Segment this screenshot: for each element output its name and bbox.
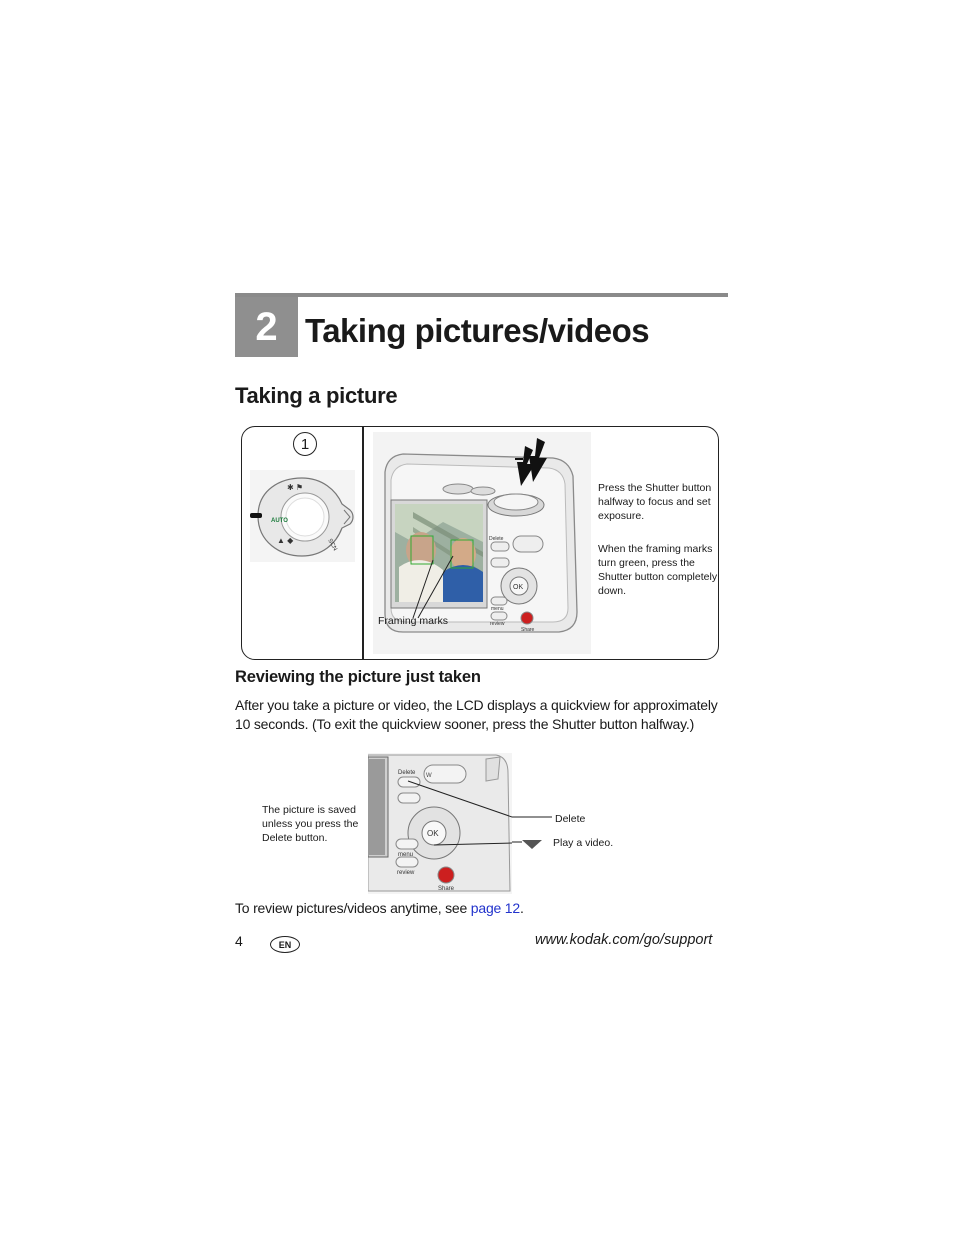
svg-text:review: review (397, 870, 415, 876)
review-title: Reviewing the picture just taken (235, 668, 481, 686)
step-number: 1 (293, 432, 317, 456)
section-title: Taking a picture (235, 383, 398, 408)
callout-fully: When the framing marks turn green, press… (598, 543, 718, 597)
review-reference: To review pictures/videos anytime, see p… (235, 900, 524, 916)
callout-halfway: Press the Shutter button halfway to focu… (598, 482, 712, 522)
mode-dial-illustration: ✱ ⚑ AUTO ▲ ◆ SCN (250, 470, 355, 562)
language-badge: EN (270, 936, 300, 953)
page-link[interactable]: page 12 (470, 900, 520, 916)
svg-text:▲ ◆: ▲ ◆ (277, 536, 294, 545)
saved-note: The picture is saved unless you press th… (262, 804, 359, 844)
svg-text:OK: OK (427, 829, 439, 838)
svg-text:OK: OK (513, 584, 523, 591)
review-reference-end: . (519, 900, 524, 916)
review-reference-text: To review pictures/videos anytime, see (235, 900, 471, 916)
chapter-title: Taking pictures/videos (305, 312, 650, 349)
support-url: www.kodak.com/go/support (535, 932, 713, 948)
play-label: Play a video. (553, 837, 614, 849)
play-triangle-icon (522, 840, 542, 849)
camera-controls-illustration: W Delete OK menu review Share (368, 753, 512, 894)
chapter-number: 2 (235, 297, 298, 357)
instruction-panel (241, 426, 719, 660)
svg-text:✱ ⚑: ✱ ⚑ (287, 483, 303, 492)
page-number: 4 (235, 933, 243, 949)
pointer-lines (512, 816, 552, 849)
svg-text:menu: menu (491, 606, 504, 612)
svg-text:Share: Share (438, 886, 455, 892)
svg-text:SCN: SCN (326, 538, 338, 552)
panel-divider (362, 427, 364, 659)
framing-marks-label: Framing marks (378, 615, 449, 627)
dial-auto-label: AUTO (271, 518, 288, 524)
svg-text:W: W (426, 773, 432, 779)
svg-text:Delete: Delete (398, 770, 416, 776)
camera-back-illustration: OK Delete menu review Share (373, 432, 591, 654)
delete-label: Delete (555, 813, 586, 825)
svg-text:review: review (490, 621, 505, 627)
svg-text:menu: menu (398, 852, 413, 858)
svg-text:Delete: Delete (489, 536, 504, 542)
chapter-rule (235, 293, 728, 297)
svg-text:Share: Share (521, 627, 535, 633)
review-body: After you take a picture or video, the L… (235, 697, 718, 732)
